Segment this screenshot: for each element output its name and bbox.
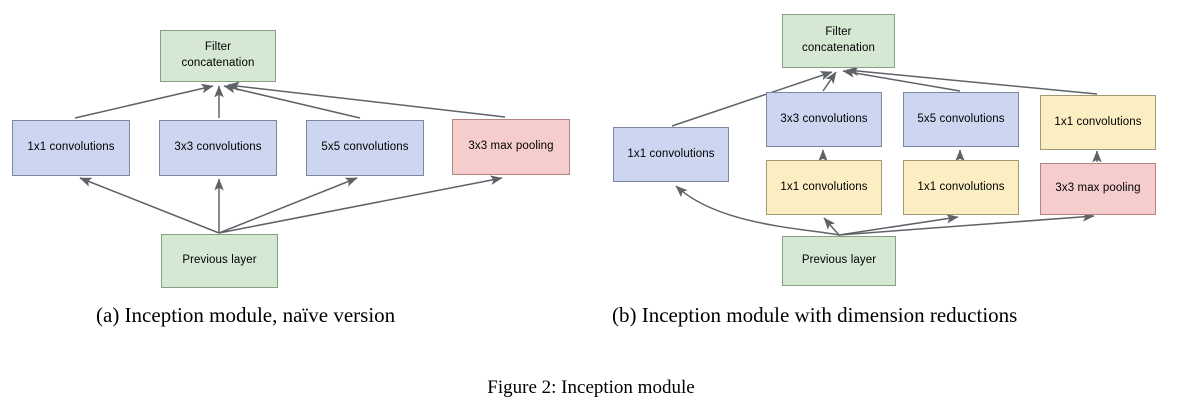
a-conv-3x3-label: 3x3 convolutions xyxy=(174,141,262,154)
b-conv-3x3-label: 3x3 convolutions xyxy=(780,112,868,125)
b-filter-concatenation-line1: Filter xyxy=(825,26,852,39)
panel-a-subcaption: (a) Inception module, naïve version xyxy=(96,303,396,327)
b-conv-3x3-node[interactable]: 3x3 convolutions xyxy=(766,92,882,147)
b-filter-concatenation-line2: concatenation xyxy=(802,42,875,54)
a-conv-3x3-node[interactable]: 3x3 convolutions xyxy=(159,120,277,176)
figure-caption: Figure 2: Inception module xyxy=(487,377,695,398)
b-conv-1x1-after-pool-label: 1x1 convolutions xyxy=(1054,115,1142,128)
a-filter-concatenation-line2: concatenation xyxy=(181,57,255,69)
b-conv-1x1-after-pool-node[interactable]: 1x1 convolutions xyxy=(1040,95,1156,150)
a-filter-concatenation-line1: Filter xyxy=(204,41,232,54)
a-conv-1x1-label: 1x1 convolutions xyxy=(27,141,115,154)
b-reduce-1x1-for-3x3-node[interactable]: 1x1 convolutions xyxy=(766,160,882,215)
a-conv-5x5-label: 5x5 convolutions xyxy=(321,141,409,154)
a-maxpool-3x3-label: 3x3 max pooling xyxy=(468,140,554,153)
panel-b-subcaption: (b) Inception module with dimension redu… xyxy=(612,303,1018,327)
b-previous-layer-node[interactable]: Previous layer xyxy=(782,236,896,286)
b-previous-layer-label: Previous layer xyxy=(801,254,877,267)
b-maxpool-3x3-node[interactable]: 3x3 max pooling xyxy=(1040,163,1156,215)
a-previous-layer-label: Previous layer xyxy=(182,254,257,267)
b-conv-1x1-left-label: 1x1 convolutions xyxy=(627,147,715,160)
a-filter-concatenation-node[interactable]: Filter concatenation xyxy=(160,30,276,82)
b-reduce-1x1-for-5x5-node[interactable]: 1x1 convolutions xyxy=(903,160,1019,215)
b-reduce-1x1-for-3x3-label: 1x1 convolutions xyxy=(780,180,868,193)
b-maxpool-3x3-label: 3x3 max pooling xyxy=(1055,182,1141,195)
b-conv-1x1-left-node[interactable]: 1x1 convolutions xyxy=(613,127,729,182)
a-conv-5x5-node[interactable]: 5x5 convolutions xyxy=(306,120,424,176)
a-previous-layer-node[interactable]: Previous layer xyxy=(161,234,278,288)
a-maxpool-3x3-node[interactable]: 3x3 max pooling xyxy=(452,119,570,175)
b-reduce-1x1-for-5x5-label: 1x1 convolutions xyxy=(917,180,1005,193)
a-conv-1x1-node[interactable]: 1x1 convolutions xyxy=(12,120,130,176)
b-conv-5x5-node[interactable]: 5x5 convolutions xyxy=(903,92,1019,147)
b-conv-5x5-label: 5x5 convolutions xyxy=(917,112,1005,125)
b-filter-concatenation-node[interactable]: Filter concatenation xyxy=(782,14,895,68)
